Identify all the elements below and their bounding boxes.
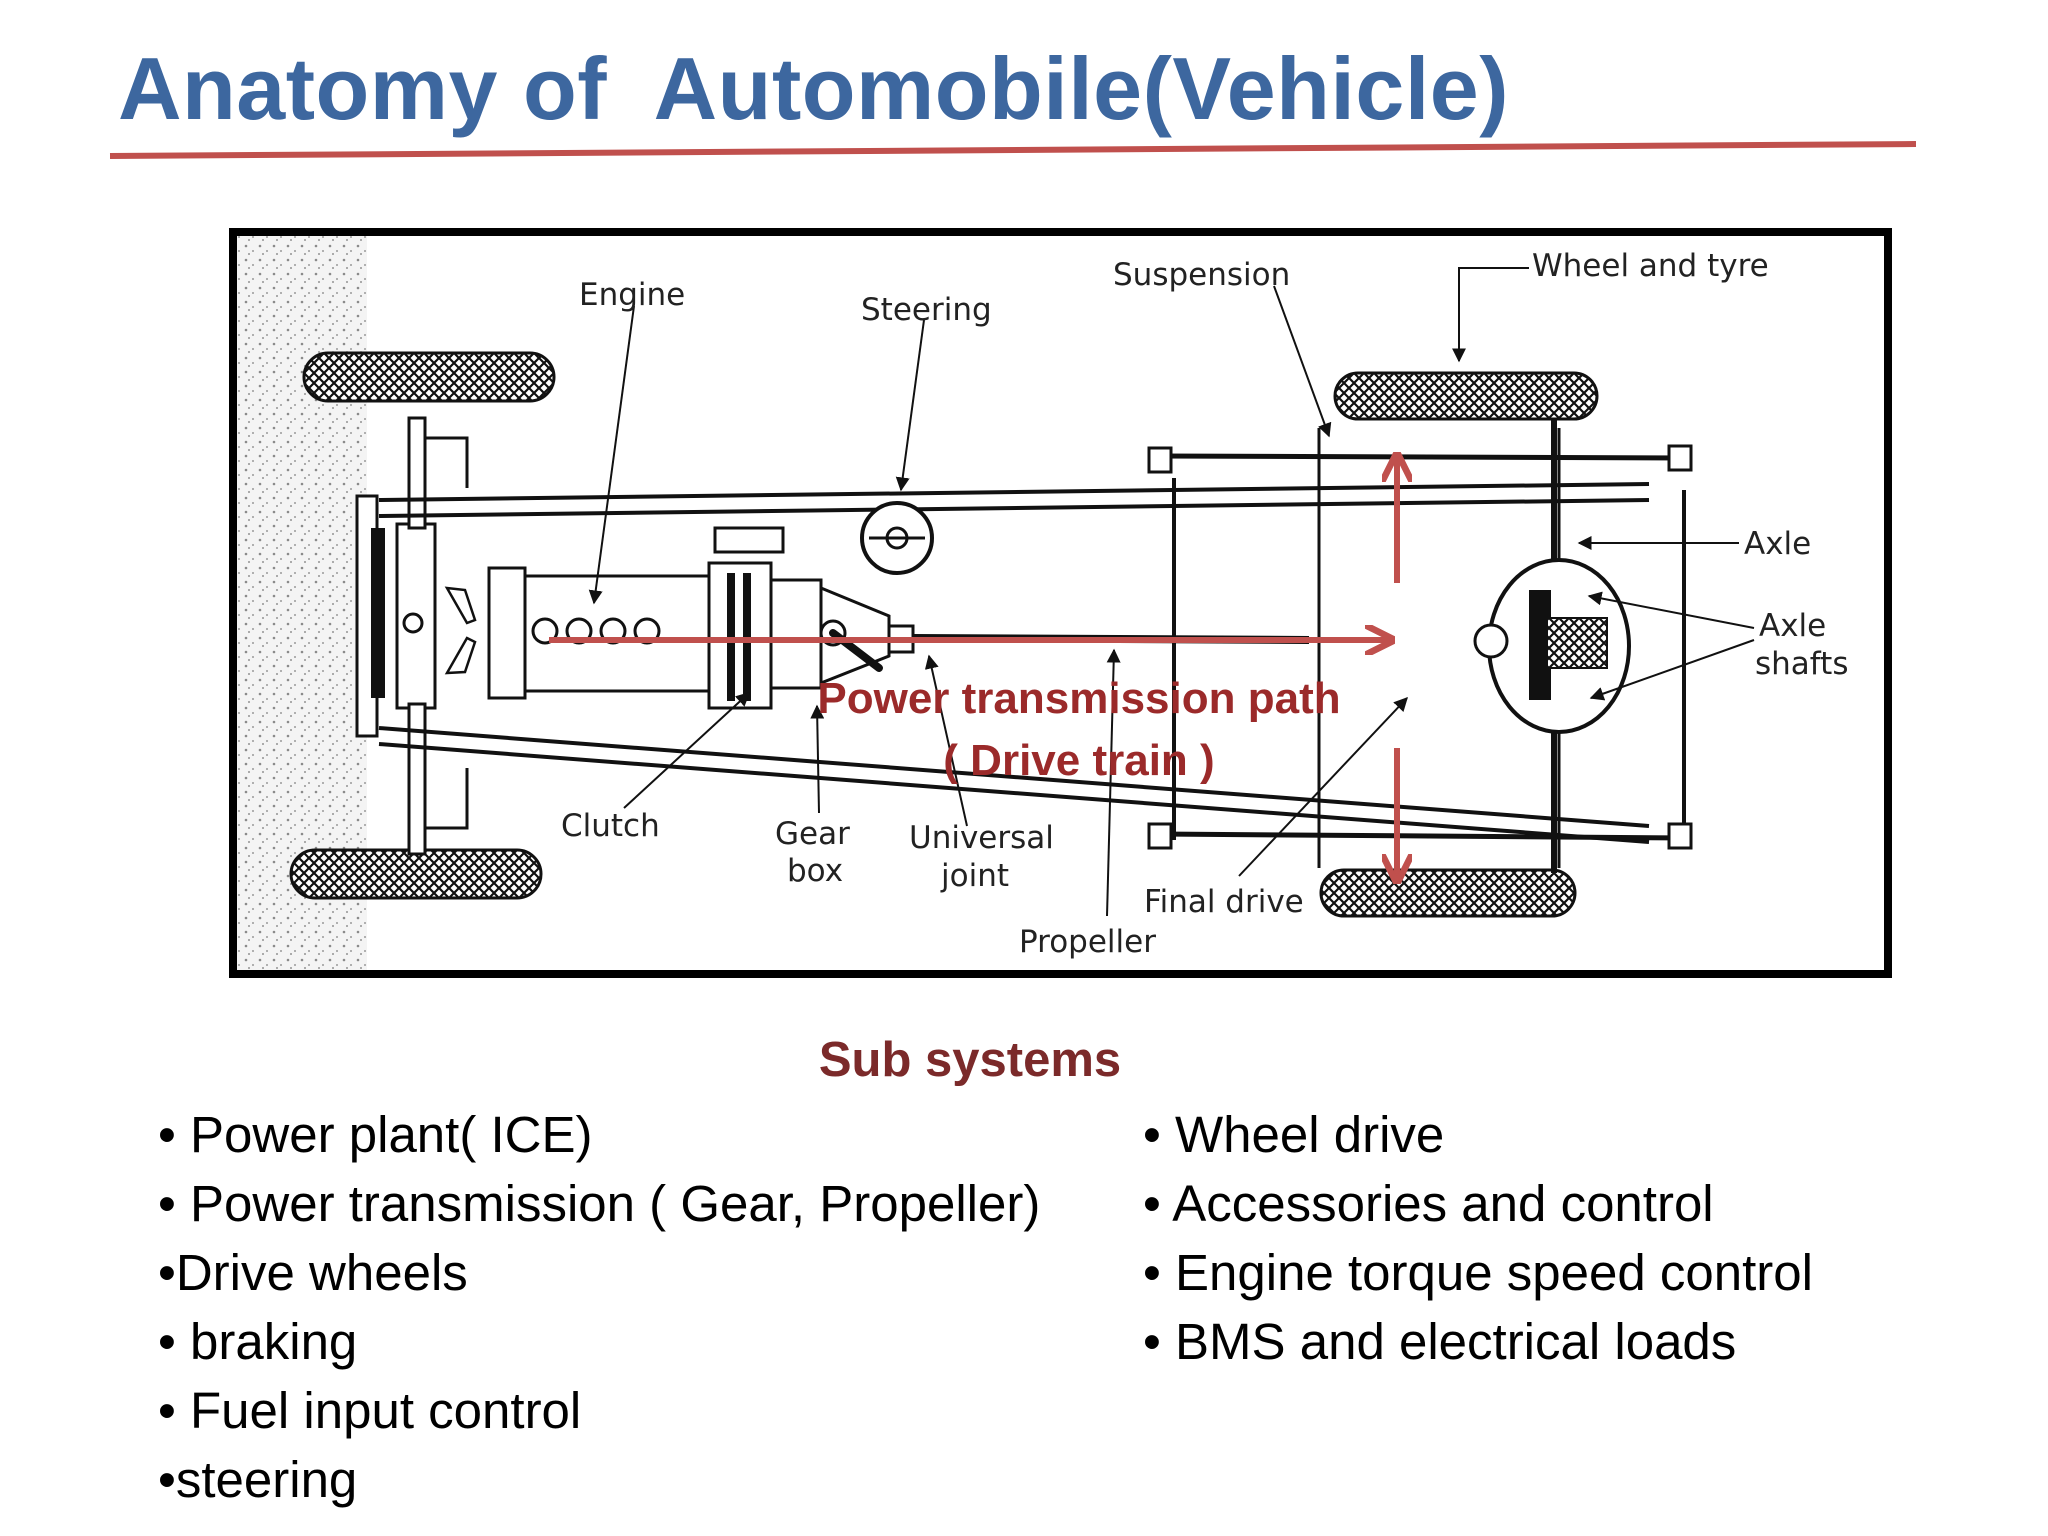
subsystems-heading: Sub systems <box>818 1033 1122 1087</box>
label-engine: Engine <box>579 277 685 313</box>
label-clutch: Clutch <box>561 808 660 844</box>
slide-title: Anatomy of Automobile(Vehicle) <box>118 39 1510 138</box>
label-final-drive: Final drive <box>1144 884 1304 920</box>
list-item: • BMS and electrical loads <box>1143 1313 1737 1370</box>
label-propeller: Propeller <box>1019 924 1156 960</box>
list-item: • Fuel input control <box>158 1382 582 1439</box>
list-item: • braking <box>158 1313 358 1370</box>
subsystems-list-left: • Power plant( ICE) • Power transmission… <box>158 1100 1040 1514</box>
power-transmission-arrows <box>549 458 1397 878</box>
clutch-housing <box>707 561 773 710</box>
leader-lines <box>588 267 1755 917</box>
label-universal-joint-line2: joint <box>940 858 1009 894</box>
rear-right-wheel <box>1319 868 1577 918</box>
label-axle-shafts-line1: Axle <box>1759 608 1826 644</box>
label-gear-box-line2: box <box>787 853 843 889</box>
subsystems-list-right: • Wheel drive • Accessories and control … <box>1143 1100 1813 1376</box>
label-suspension: Suspension <box>1113 257 1290 293</box>
list-item: • Wheel drive <box>1143 1106 1445 1163</box>
chassis-diagram: Engine Steering Suspension Wheel and tyr… <box>229 228 1892 978</box>
front-right-wheel <box>289 848 543 900</box>
list-item: • Power plant( ICE) <box>158 1106 593 1163</box>
label-steering: Steering <box>861 292 992 328</box>
title-underline <box>109 141 1917 159</box>
list-item: •steering <box>158 1451 358 1508</box>
power-path-label: Power transmission path <box>817 674 1340 723</box>
label-universal-joint-line1: Universal <box>909 820 1054 856</box>
drive-train-label: ( Drive train ) <box>943 736 1214 785</box>
rear-left-wheel <box>1333 371 1599 421</box>
list-item: •Drive wheels <box>158 1244 468 1301</box>
label-wheel-and-tyre: Wheel and tyre <box>1532 248 1769 284</box>
front-left-wheel <box>302 351 556 403</box>
label-gear-box-line1: Gear <box>775 816 850 852</box>
label-axle: Axle <box>1744 526 1811 562</box>
list-item: • Accessories and control <box>1143 1175 1714 1232</box>
label-axle-shafts-line2: shafts <box>1755 646 1848 682</box>
list-item: • Power transmission ( Gear, Propeller) <box>158 1175 1041 1232</box>
list-item: • Engine torque speed control <box>1143 1244 1813 1301</box>
